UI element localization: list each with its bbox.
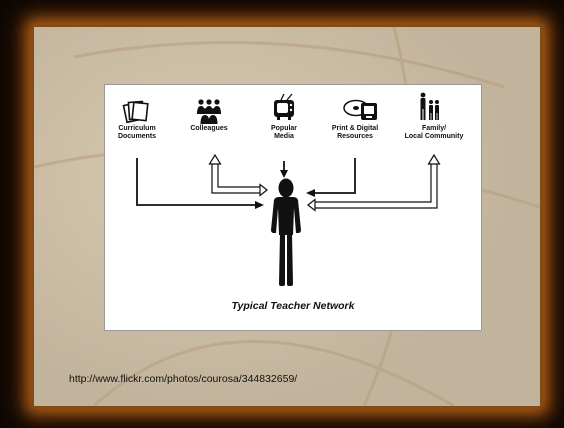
- family-icon: [420, 92, 439, 120]
- arrow-family-teacher: [307, 153, 441, 212]
- documents-icon: [122, 100, 149, 124]
- arrow-print-to-teacher: [306, 158, 356, 197]
- source-url: http://www.flickr.com/photos/courosa/344…: [69, 373, 298, 385]
- label-print-digital-resources: Print & Digital Resources: [331, 125, 379, 140]
- label-curriculum-documents: Curriculum Documents: [117, 125, 157, 140]
- label-popular-media: Popular Media: [270, 125, 298, 140]
- arrow-media-to-teacher: [280, 161, 288, 178]
- teacher-figure-icon: [271, 178, 301, 286]
- diagram-graphics: [122, 92, 441, 286]
- arrow-colleagues-teacher: [208, 153, 268, 197]
- slide: Curriculum Documents Colleagues Popular …: [34, 27, 540, 406]
- television-icon: [274, 93, 294, 120]
- label-colleagues: Colleagues: [190, 125, 228, 132]
- teacher-network-diagram: Curriculum Documents Colleagues Popular …: [104, 84, 482, 331]
- arrow-documents-to-teacher: [136, 158, 264, 209]
- colleagues-icon: [197, 99, 221, 124]
- print-digital-icon: [343, 99, 377, 120]
- diagram-caption: Typical Teacher Network: [231, 300, 355, 312]
- label-family-local-community: Family/ Local Community: [404, 125, 464, 140]
